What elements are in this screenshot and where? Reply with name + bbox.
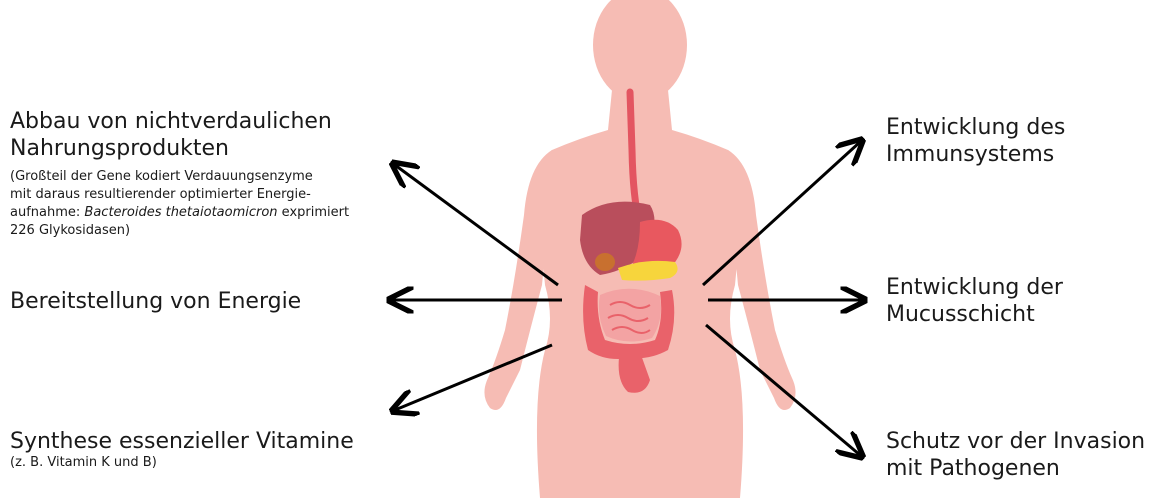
label-mucus-line1: Entwicklung der xyxy=(886,274,1063,301)
label-schutz-line2: mit Pathogenen xyxy=(886,455,1145,482)
label-mucus: Entwicklung der Mucusschicht xyxy=(886,274,1063,328)
label-schutz-line1: Schutz vor der Invasion xyxy=(886,428,1145,455)
label-schutz: Schutz vor der Invasion mit Pathogenen xyxy=(886,428,1145,482)
label-abbau-note-line4: 226 Glykosidasen) xyxy=(10,222,430,240)
label-abbau-note-line2: mit daraus resultierender optimierter En… xyxy=(10,186,430,204)
label-immun: Entwicklung des Immunsystems xyxy=(886,114,1065,168)
label-abbau-title: Abbau von nichtverdaulichen Nahrungsprod… xyxy=(10,108,430,162)
label-immun-line1: Entwicklung des xyxy=(886,114,1065,141)
label-vitamine: Synthese essenzieller Vitamine (z. B. Vi… xyxy=(10,428,354,471)
label-vitamine-note: (z. B. Vitamin K und B) xyxy=(10,455,354,471)
label-abbau-title-line1: Abbau von nichtverdaulichen xyxy=(10,108,430,135)
label-abbau: Abbau von nichtverdaulichen Nahrungsprod… xyxy=(10,108,430,240)
gallbladder xyxy=(595,253,615,271)
label-mucus-line2: Mucusschicht xyxy=(886,301,1063,328)
label-abbau-title-line2: Nahrungsprodukten xyxy=(10,135,430,162)
label-immun-line2: Immunsystems xyxy=(886,141,1065,168)
label-abbau-note-line3: aufnahme: Bacteroides thetaiotaomicron e… xyxy=(10,204,430,222)
arrow-vitamine xyxy=(395,345,552,410)
label-energie: Bereitstellung von Energie xyxy=(10,288,301,315)
small-intestine xyxy=(599,289,661,342)
label-abbau-note-line1: (Großteil der Gene kodiert Verdauungsenz… xyxy=(10,168,430,186)
head xyxy=(593,0,687,102)
label-abbau-note: (Großteil der Gene kodiert Verdauungsenz… xyxy=(10,168,430,240)
note-line3-suffix: exprimiert xyxy=(278,205,350,220)
note-line3-species: Bacteroides thetaiotaomicron xyxy=(84,205,277,220)
note-line3-prefix: aufnahme: xyxy=(10,205,84,220)
label-vitamine-title: Synthese essenzieller Vitamine xyxy=(10,428,354,455)
